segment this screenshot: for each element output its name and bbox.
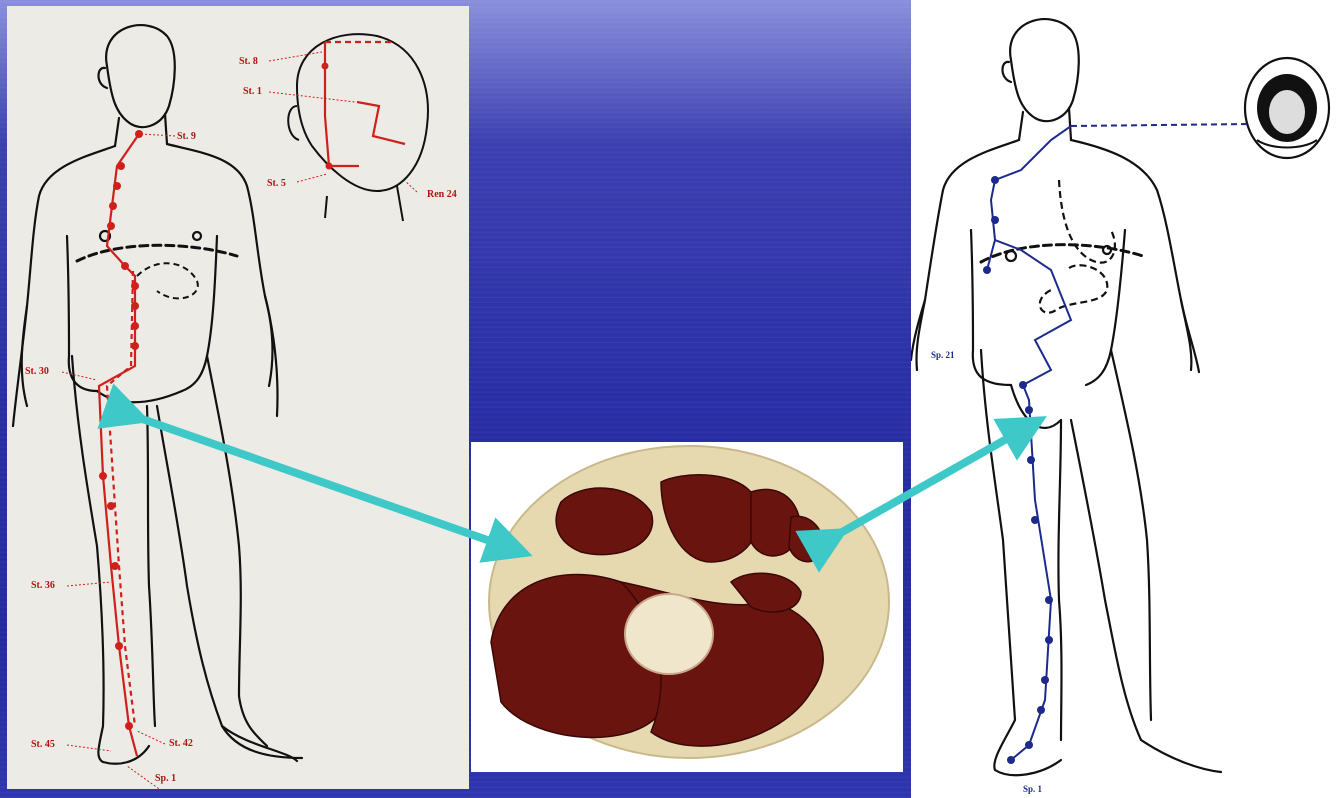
femur-bone: [625, 594, 713, 674]
spleen-meridian-diagram: Sp. 21 Sp. 1: [911, 0, 1336, 798]
label-st30: St. 30: [25, 366, 49, 377]
label-st5: St. 5: [267, 178, 286, 189]
label-sp1-right: Sp. 1: [1023, 784, 1043, 794]
stomach-meridian-line: [99, 42, 405, 756]
body-outline-right: [911, 19, 1221, 775]
label-st1: St. 1: [243, 86, 262, 97]
thigh-cross-section-photo: [471, 442, 903, 772]
spleen-meridian-drawing: Sp. 21 Sp. 1: [911, 0, 1336, 798]
label-st8: St. 8: [239, 56, 258, 67]
head-inset: [288, 34, 428, 221]
label-st9: St. 9: [177, 131, 196, 142]
meridian-point-labels: St. 8 St. 1 St. 9 St. 5 Ren 24 St. 30 St…: [25, 56, 457, 784]
body-outline: [13, 25, 302, 764]
label-sp1-left: Sp. 1: [155, 773, 176, 784]
label-sp21: Sp. 21: [931, 350, 955, 360]
label-st45: St. 45: [31, 739, 55, 750]
label-st42: St. 42: [169, 738, 193, 749]
stomach-meridian-diagram: St. 8 St. 1 St. 9 St. 5 Ren 24 St. 30 St…: [7, 6, 469, 789]
stomach-meridian-drawing: St. 8 St. 1 St. 9 St. 5 Ren 24 St. 30 St…: [7, 6, 469, 789]
label-st36: St. 36: [31, 580, 55, 591]
mouth-inset: [1245, 58, 1329, 158]
cross-section-image: [471, 442, 903, 772]
label-ren24: Ren 24: [427, 189, 457, 200]
stomach-organ-outline: [137, 263, 198, 298]
